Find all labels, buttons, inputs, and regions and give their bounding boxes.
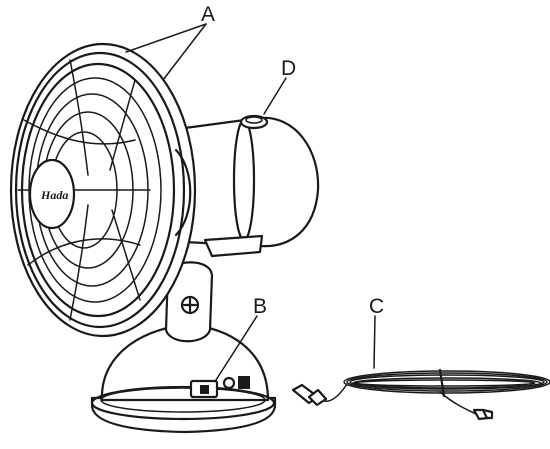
fan-guard [9, 42, 197, 338]
usb-port [238, 376, 250, 389]
brand-logo: Hada [40, 188, 68, 202]
fan-hub: Hada [28, 158, 76, 230]
callout-b: B [253, 295, 268, 318]
power-switch [189, 379, 219, 399]
fan-base [90, 323, 277, 434]
leader-lines [125, 23, 376, 381]
usb-a-plug [291, 383, 328, 407]
callout-d: D [281, 57, 297, 80]
micro-usb-plug [472, 408, 494, 421]
fan-neck [164, 261, 214, 343]
usb-cable [314, 368, 550, 415]
indicator-light [222, 376, 236, 390]
control-button [239, 114, 269, 130]
motor-housing [183, 116, 320, 258]
callout-c: C [369, 295, 385, 318]
callout-a: A [201, 3, 216, 26]
